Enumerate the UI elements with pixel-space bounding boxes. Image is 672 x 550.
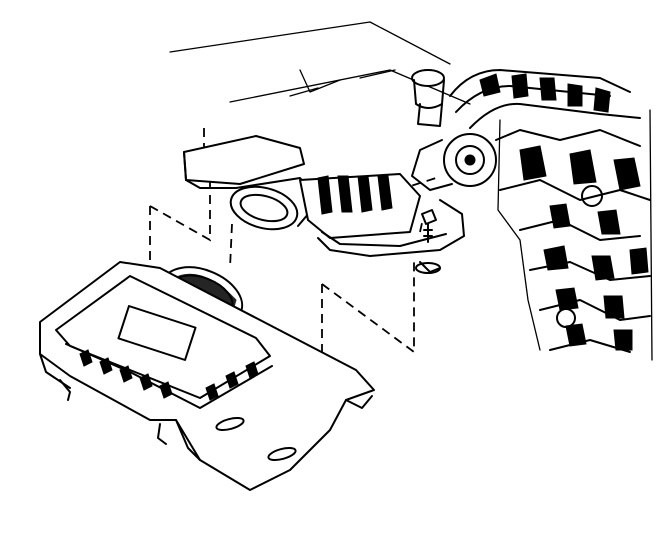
air-cleaner-housing [39, 261, 375, 491]
engine-intake-manifold [411, 69, 653, 361]
air-inlet-duct [299, 173, 465, 274]
fender-outline [169, 21, 471, 105]
air-outlet-duct [183, 135, 321, 231]
retaining-bolt [421, 209, 437, 243]
